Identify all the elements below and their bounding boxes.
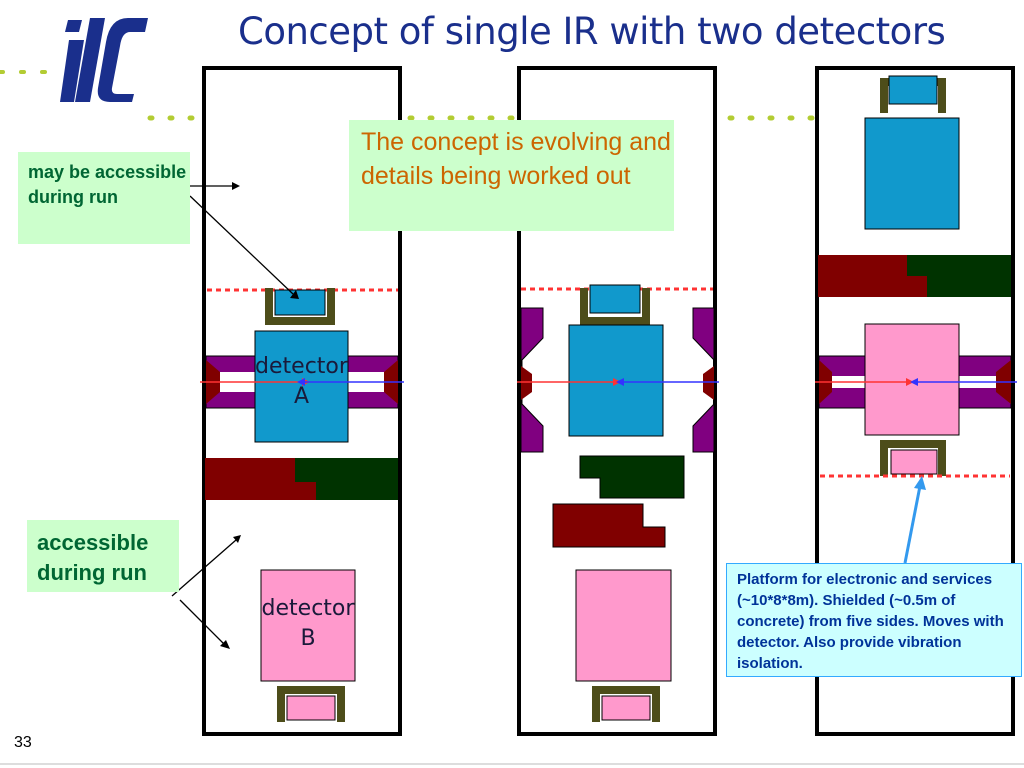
platform-a2-box <box>589 284 641 314</box>
ilc-logo <box>60 18 148 102</box>
note-platform: Platform for electronic and services (~1… <box>726 563 1022 677</box>
platform-b2-frame <box>592 686 660 722</box>
platform-b3-frame <box>880 440 946 476</box>
note-may-be-accessible: may be accessible during run <box>18 152 190 244</box>
detector-b-label-line2: B <box>300 626 316 651</box>
detector-a-label-line2: A <box>293 384 310 409</box>
platform-a2-frame <box>580 288 650 325</box>
shield-block-1 <box>205 458 316 500</box>
magnet-right-2 <box>692 307 715 453</box>
page-title: Concept of single IR with two detectors <box>238 10 946 53</box>
shield-block-2a <box>579 455 685 499</box>
platform-b-frame <box>277 686 345 722</box>
shield-block-2b <box>552 503 666 548</box>
platform-b2-box <box>601 695 651 721</box>
page-number: 33 <box>14 734 32 751</box>
detector-a-label-line1: detector <box>255 354 348 379</box>
platform-b-box <box>286 695 336 721</box>
platform-a-box <box>274 289 326 316</box>
platform-b3-box <box>890 449 938 475</box>
detector-a3 <box>864 117 960 230</box>
note-accessible-during-run: accessible during run <box>27 520 179 592</box>
shield-block-3 <box>818 255 927 297</box>
platform-a3-box <box>888 75 938 105</box>
platform-a-frame <box>265 288 335 325</box>
detector-b-label: detector B <box>261 594 355 654</box>
magnet-left-2 <box>520 307 544 453</box>
detector-b-label-line1: detector <box>261 596 355 621</box>
detector-a <box>254 330 349 443</box>
detector-b3 <box>864 323 960 436</box>
detector-b2 <box>575 569 672 682</box>
detector-b <box>260 569 356 682</box>
detector-a-label: detector A <box>255 352 348 412</box>
note-concept-evolving: The concept is evolving and details bein… <box>349 120 674 231</box>
